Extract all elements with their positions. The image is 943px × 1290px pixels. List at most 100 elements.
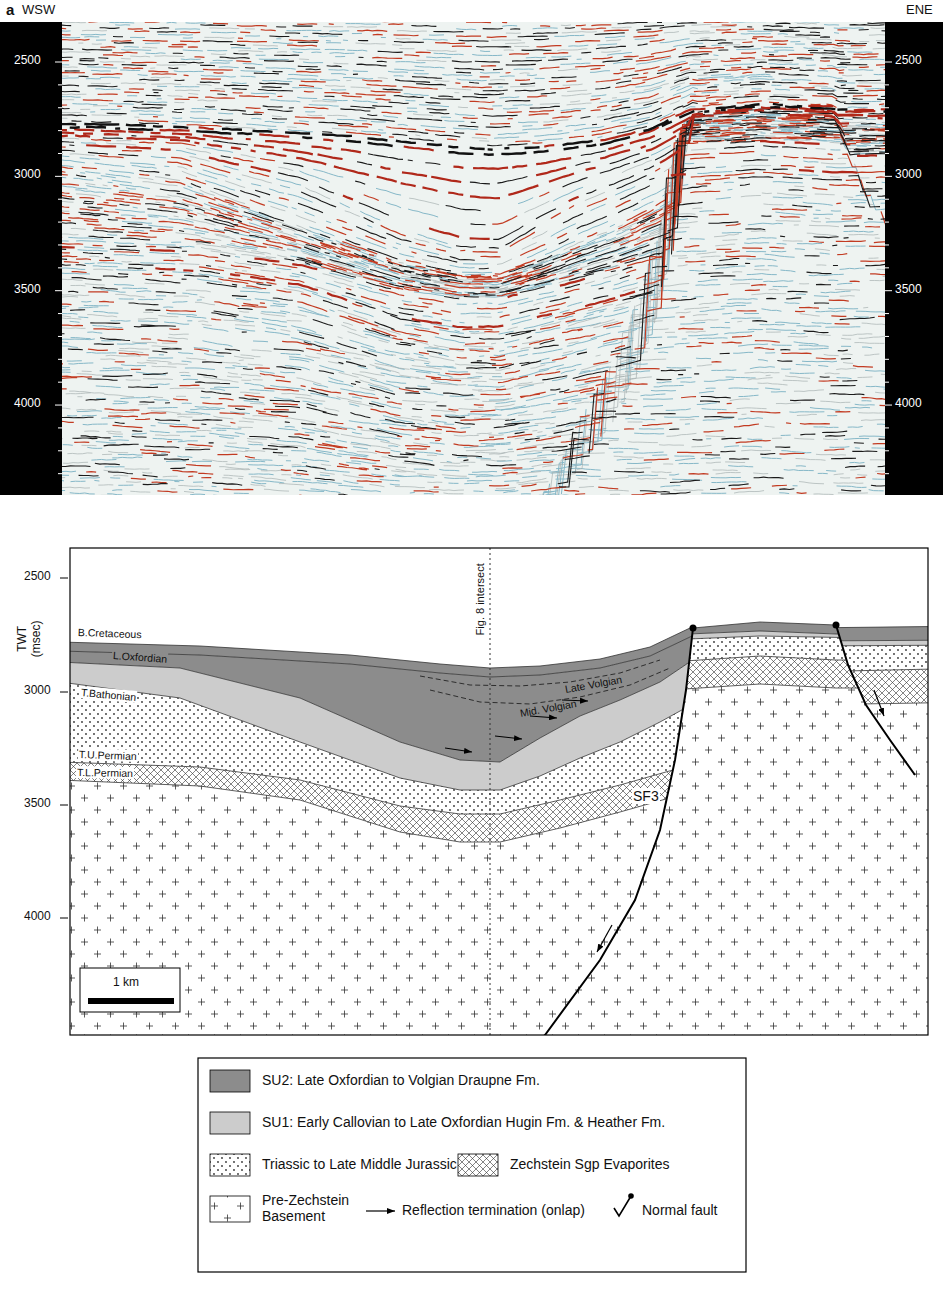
axis-tick [55, 405, 62, 406]
axis-tick [58, 450, 62, 451]
axis-number: 2500 [24, 570, 51, 584]
onlap-arrow [445, 748, 472, 752]
fault-tip [833, 622, 840, 629]
axis-tick [58, 359, 62, 360]
axis-tick [885, 176, 892, 177]
fault-tip [690, 625, 697, 632]
hanging-wall [70, 605, 928, 1035]
axis-tick [885, 199, 889, 200]
seismic-reflections [62, 106, 885, 328]
horizon-line [70, 605, 730, 668]
legend-pattern [210, 1196, 250, 1222]
legend-onlap-arrow [366, 1210, 395, 1211]
axis-number: 4000 [14, 397, 41, 411]
direction-label: ENE [906, 3, 933, 18]
seismic-reflections [62, 22, 885, 495]
fault-motion-arrow [874, 690, 884, 716]
axis-tick [885, 130, 889, 131]
axis-tick [55, 290, 62, 291]
horizon-line [800, 668, 928, 672]
fault-name: SF3 [632, 788, 660, 804]
axis-number: 2500 [14, 54, 41, 68]
intersect-line [490, 548, 491, 1035]
legend-text: Normal fault [642, 1202, 717, 1218]
axis-tick [885, 313, 889, 314]
direction-label: WSW [22, 3, 55, 18]
axis-tick [885, 382, 889, 383]
fault-line [836, 625, 915, 775]
legend-text: Triassic to Late Middle Jurassic [262, 1156, 457, 1172]
horizon-label: T.L.Permian [76, 766, 134, 779]
axis-tick [885, 107, 889, 108]
strata-layer [800, 640, 928, 646]
horizon-line [70, 682, 730, 790]
axis-tick [55, 62, 62, 63]
legend-text: Pre-Zechstein Basement [262, 1192, 362, 1224]
axis-tick [58, 107, 62, 108]
horizon-line [800, 640, 928, 641]
intersect-label: Fig. 8 intersect [474, 552, 487, 647]
legend-fault-symbol [628, 1193, 634, 1199]
strata-layer [70, 702, 928, 1035]
axis-tick [58, 382, 62, 383]
axis-tick [885, 62, 892, 63]
axis-tick [58, 130, 62, 131]
axis-tick [58, 427, 62, 428]
axis-tick [58, 222, 62, 223]
legend-text: SU1: Early Callovian to Late Oxfordian H… [262, 1114, 665, 1130]
axis-number: 2500 [895, 54, 922, 68]
legend-pattern [210, 1154, 250, 1176]
axis-tick [885, 473, 889, 474]
seismic-reflections [62, 104, 885, 155]
axis-tick [60, 918, 68, 919]
axis-tick [58, 313, 62, 314]
horizon-line [640, 622, 928, 628]
axis-tick [58, 84, 62, 85]
fault-motion-arrow [597, 925, 612, 952]
axis-tick [885, 84, 889, 85]
footwall-block [70, 622, 928, 1035]
axis-tick [885, 290, 892, 291]
axis-tick [885, 405, 892, 406]
axis-number: 3500 [14, 283, 41, 297]
panel-letter: a [6, 1, 14, 18]
horizon-line [800, 626, 928, 628]
axis-tick [60, 692, 68, 693]
axis-tick [58, 199, 62, 200]
axis-tick [885, 153, 889, 154]
axis-number: 4000 [895, 397, 922, 411]
axis-tick [885, 450, 889, 451]
horizon-label: B.Cretaceous [78, 626, 142, 640]
axis-tick [885, 336, 889, 337]
axis-tick [58, 244, 62, 245]
axis-tick [58, 336, 62, 337]
seismic-panel [0, 3, 943, 535]
volgian-surface [430, 668, 670, 704]
volgian-surface [420, 660, 660, 686]
horizon-label: T.U.Permian [78, 748, 138, 762]
strata-layer [70, 684, 928, 1035]
horizon-line [70, 758, 730, 814]
axis-number: 3500 [895, 283, 922, 297]
strata-layer [800, 645, 928, 672]
fault-line [520, 628, 693, 1035]
scale-label: 1 km [113, 976, 139, 990]
scale-box [80, 968, 180, 1012]
axis-tick [60, 578, 68, 579]
axis-tick [885, 244, 889, 245]
legend-swatch [210, 1112, 250, 1134]
axis-tick [60, 805, 68, 806]
axis-tick [58, 473, 62, 474]
axis-tick [885, 267, 889, 268]
axis-tick [58, 496, 62, 497]
east-block [70, 626, 928, 1035]
section-panel [70, 548, 928, 1035]
axis-number: 3000 [14, 168, 41, 182]
onlap-arrow [495, 736, 522, 739]
axis-tick [58, 267, 62, 268]
legend-text: SU2: Late Oxfordian to Volgian Draupne F… [262, 1072, 540, 1088]
legend-text: Zechstein Sgp Evaporites [510, 1156, 670, 1172]
strata-layer [800, 626, 928, 641]
